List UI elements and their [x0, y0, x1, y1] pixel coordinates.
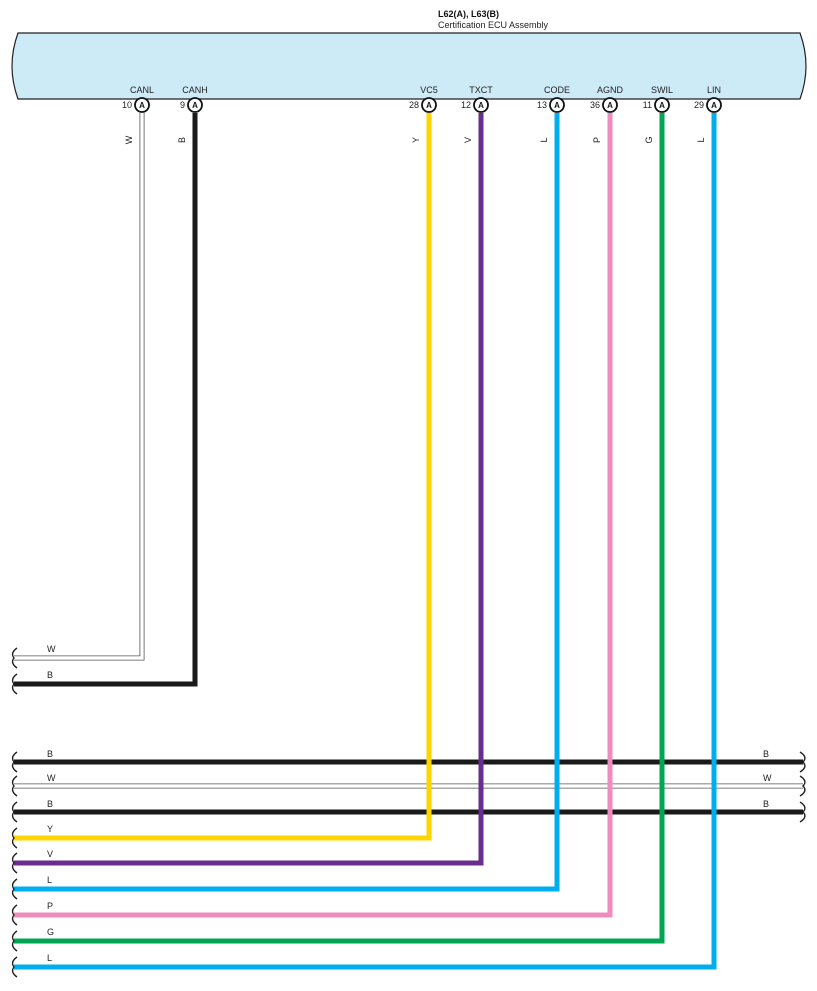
connector-break-left	[11, 878, 18, 900]
bus-wire-label: B	[47, 670, 53, 680]
pin-number: 12	[461, 100, 471, 110]
pin-name: CODE	[544, 85, 570, 95]
wire-color-label: L	[539, 137, 549, 142]
pin-connector-circle[interactable]	[187, 97, 203, 113]
ecu-assembly-body[interactable]	[11, 32, 807, 100]
pin-connector-circle[interactable]	[421, 97, 437, 113]
connector-break-left	[11, 904, 18, 926]
pin-connector-letter: A	[192, 101, 198, 110]
pin-name: AGND	[597, 85, 624, 95]
wire-swil[interactable]	[14, 113, 665, 944]
bus-wire-label: P	[47, 901, 53, 911]
pin-connector-circle[interactable]	[473, 97, 489, 113]
pin-connector-circle[interactable]	[549, 97, 565, 113]
wire-vc5[interactable]	[14, 113, 432, 841]
through-wire-label-right: B	[763, 799, 769, 809]
pin-connector-circle[interactable]	[602, 97, 618, 113]
connector-break-left	[11, 930, 18, 952]
wire-color-label: V	[463, 137, 473, 143]
bus-wire-label: L	[47, 875, 52, 885]
wire-canh[interactable]	[14, 113, 198, 687]
wire-color-label: W	[124, 135, 134, 144]
pin-connector-letter: A	[426, 101, 432, 110]
pin-connector-letter: A	[139, 101, 145, 110]
bus-wire-label: Y	[47, 824, 53, 834]
connector-break-left	[11, 673, 18, 695]
pin-name: VC5	[420, 85, 438, 95]
wire-lin[interactable]	[14, 113, 717, 970]
pin-name: TXCT	[469, 85, 493, 95]
pin-connector-letter: A	[554, 101, 560, 110]
pin-number: 10	[122, 100, 132, 110]
pin-connector-circle[interactable]	[654, 97, 670, 113]
connector-break-left	[11, 647, 18, 669]
connector-break-left	[11, 751, 18, 773]
pin-connector-letter: A	[711, 101, 717, 110]
wire-color-label: Y	[411, 137, 421, 143]
through-wire-label-left: W	[47, 773, 56, 783]
connector-break-right	[799, 775, 806, 797]
pin-connector-circle[interactable]	[134, 97, 150, 113]
pin-connector-circle[interactable]	[706, 97, 722, 113]
bus-wire-label: L	[47, 953, 52, 963]
wire-color-label: P	[592, 137, 602, 143]
connector-break-left	[11, 852, 18, 874]
wire-canl-core	[14, 113, 144, 660]
through-wire-label-left: B	[47, 799, 53, 809]
wire-txct[interactable]	[14, 113, 484, 866]
through-wire-label-right: W	[763, 773, 772, 783]
wire-agnd[interactable]	[14, 113, 613, 918]
wire-color-label: G	[644, 136, 654, 143]
pin-connector-letter: A	[659, 101, 665, 110]
bus-wire-label: G	[47, 927, 54, 937]
wire-color-label: B	[177, 137, 187, 143]
through-wire-label-right: B	[763, 749, 769, 759]
pin-number: 11	[643, 100, 652, 110]
component-subtitle: Certification ECU Assembly	[438, 20, 549, 30]
connector-break-left	[11, 956, 18, 978]
connector-break-left	[11, 827, 18, 849]
pin-name: CANH	[182, 85, 208, 95]
component-title: L62(A), L63(B)	[438, 9, 499, 19]
wires-layer	[14, 113, 803, 970]
connector-break-left	[11, 775, 18, 797]
pin-number: 36	[590, 100, 600, 110]
bus-wire-label: V	[47, 849, 53, 859]
wire-color-label: L	[696, 137, 706, 142]
pin-number: 9	[180, 100, 185, 110]
pin-number: 29	[694, 100, 704, 110]
pin-name: SWIL	[651, 85, 673, 95]
through-wire-label-left: B	[47, 749, 53, 759]
pin-number: 13	[537, 100, 547, 110]
pin-connector-letter: A	[607, 101, 613, 110]
bus-wire-label: W	[47, 644, 56, 654]
wire-code[interactable]	[14, 113, 560, 892]
connector-break-right	[799, 801, 806, 823]
connector-break-right	[799, 751, 806, 773]
wire-canl[interactable]	[14, 113, 145, 661]
pin-connector-letter: A	[478, 101, 484, 110]
pin-number: 28	[409, 100, 419, 110]
pin-name: CANL	[130, 85, 154, 95]
pin-name: LIN	[707, 85, 721, 95]
connector-break-left	[11, 801, 18, 823]
